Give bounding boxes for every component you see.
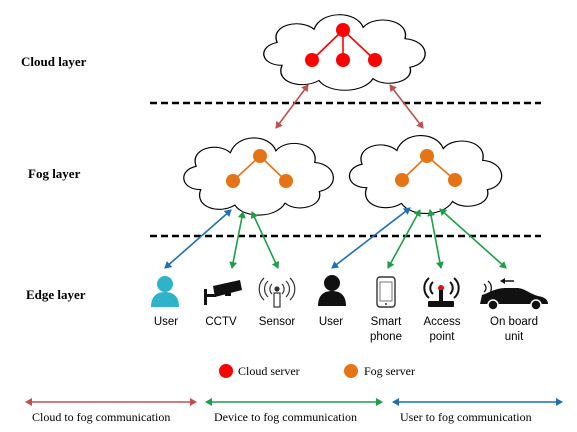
access-point-icon [423, 277, 460, 307]
cloud-to-fog-arrow-right [389, 84, 424, 129]
fog-server-node [226, 174, 240, 188]
device-label-on-board-unit-line2: unit [505, 331, 524, 343]
car-icon [480, 278, 548, 311]
device-label-access-point: Access [423, 316, 460, 328]
device-label-cctv: CCTV [205, 316, 237, 328]
user-to-fog-arrow [164, 209, 232, 269]
user-to-fog-arrow [331, 207, 411, 269]
cloud-server-node [305, 53, 319, 67]
device-label-access-point-line2: point [430, 331, 456, 343]
cctv-icon [204, 280, 242, 305]
device-to-fog-arrow [250, 211, 280, 269]
cloud-server-legend-label: Cloud server [238, 364, 300, 378]
fog-server-tree-left [226, 149, 293, 188]
fog-server-node [253, 149, 267, 163]
device-label-sensor: Sensor [259, 316, 296, 328]
fog-server-node [395, 173, 409, 187]
device-to-fog-arrow [427, 209, 444, 269]
fog-server-tree-right [395, 149, 462, 187]
cloud-layer-label: Cloud layer [21, 54, 87, 69]
device-label-user: User [154, 316, 178, 328]
fog-cloud-right [348, 134, 503, 215]
smartphone-icon [376, 276, 396, 308]
fog-server-legend-label: Fog server [364, 364, 415, 378]
device-label-smart-phone: Smart [371, 316, 402, 328]
cloud-server-node [368, 53, 382, 67]
cloud-server-node [336, 53, 350, 67]
cloud-to-fog-arrow-left [275, 84, 309, 129]
fog-layer-label: Fog layer [28, 166, 81, 181]
device-to-fog-legend-label: Device to fog communication [214, 410, 357, 424]
device-label-on-board-unit: On board [490, 316, 538, 328]
device-to-fog-arrow [387, 209, 421, 269]
device-to-fog-arrow [439, 208, 507, 269]
cloud-to-fog-legend-label: Cloud to fog communication [32, 410, 170, 424]
fog-server-legend-marker [344, 364, 358, 378]
cloud-server-legend-marker [219, 364, 233, 378]
user-to-fog-legend-label: User to fog communication [400, 410, 532, 424]
fog-server-node [279, 174, 293, 188]
cloud-server-node [336, 23, 350, 37]
fog-server-node [448, 173, 462, 187]
sensor-icon [258, 277, 296, 308]
cloud-server-tree [305, 23, 382, 67]
fog-server-node [420, 149, 434, 163]
edge-layer-label: Edge layer [26, 287, 86, 302]
device-to-fog-arrow [229, 211, 246, 269]
device-label-smart-phone-line2: phone [370, 331, 402, 343]
user-icon [151, 276, 179, 307]
device-label-user: User [319, 316, 343, 328]
user-icon [318, 275, 346, 306]
